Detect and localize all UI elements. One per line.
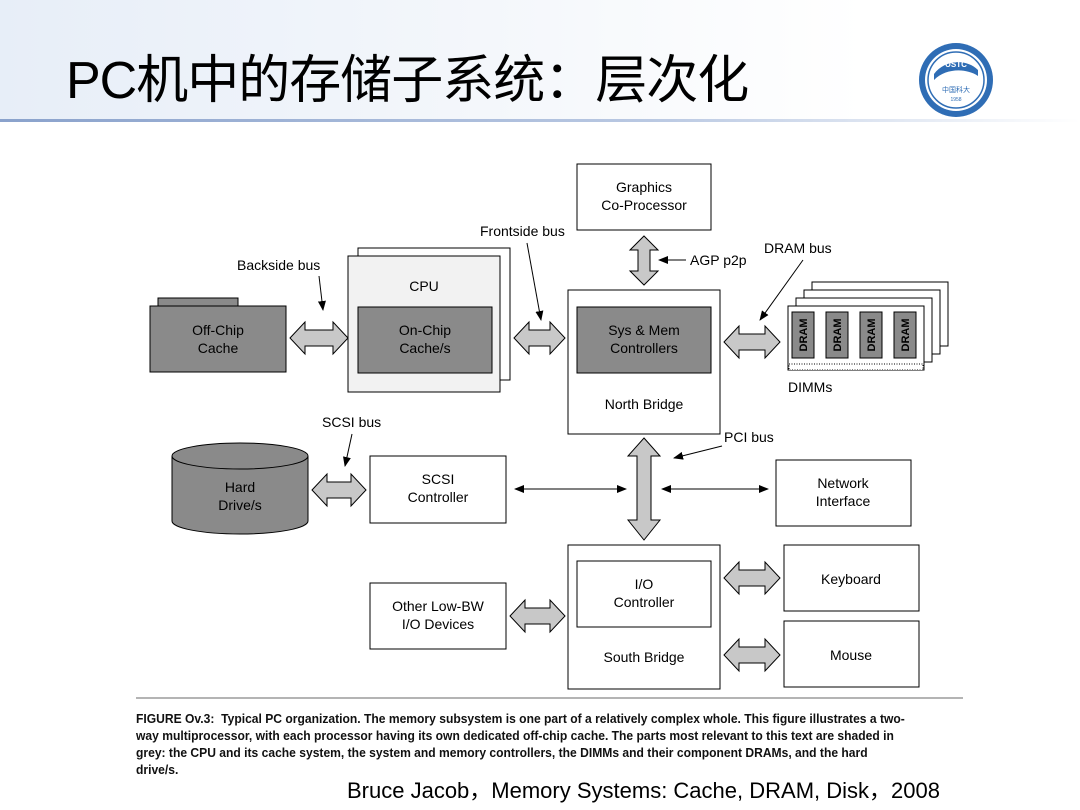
agp-arrow (628, 235, 660, 286)
pci-bus-arrow (626, 437, 662, 541)
backside-bus-arrow (289, 320, 349, 356)
header-divider (0, 119, 1080, 122)
scsi-controller-box (369, 455, 507, 524)
citation: Bruce Jacob，Memory Systems: Cache, DRAM,… (347, 778, 940, 803)
scsi-bus-pointer (343, 433, 353, 467)
hard-drive (171, 442, 309, 535)
scsi-label-1: SCSI (422, 471, 455, 487)
harddrive-label-1: Hard (225, 479, 255, 495)
lowbw-label-2: I/O Devices (402, 616, 474, 632)
logo-text-top: USTC (945, 60, 967, 69)
caption-lead: FIGURE Ov.3: (136, 711, 215, 726)
dimms-label: DIMMs (788, 379, 832, 395)
mouse-label: Mouse (830, 647, 872, 663)
pci-bus-pointer (673, 445, 723, 460)
io-controller-box (576, 560, 712, 628)
scsi-bus-arrow (311, 472, 367, 508)
onchip-label-1: On-Chip (399, 322, 451, 338)
north-bridge-label: North Bridge (605, 396, 684, 412)
dram-chip-2: DRAM (832, 319, 844, 352)
graphics-coprocessor-box (576, 163, 712, 231)
keyboard-box (783, 544, 920, 612)
header-band (0, 0, 1080, 122)
io-label-1: I/O (635, 576, 654, 592)
pc-organization-diagram: Graphics Co-Processor AGP p2p Frontside … (136, 163, 963, 699)
harddrive-label-2: Drive/s (218, 497, 262, 513)
backside-bus-pointer (317, 275, 326, 311)
graphics-label-2: Co-Processor (601, 197, 687, 213)
offchip-label-1: Off-Chip (192, 322, 244, 338)
mouse-box (783, 620, 920, 688)
cpu-label: CPU (409, 278, 439, 294)
low-bw-devices-box (369, 582, 507, 650)
keyboard-arrow (723, 560, 781, 596)
dram-bus-pointer (759, 259, 804, 321)
network-label-1: Network (817, 475, 869, 491)
scsi-bus-label: SCSI bus (322, 414, 381, 430)
graphics-label-1: Graphics (616, 179, 672, 195)
frontside-bus-pointer (526, 242, 544, 321)
logo-year: 1958 (950, 97, 961, 103)
scsi-label-2: Controller (408, 489, 469, 505)
frontside-bus-arrow (513, 320, 566, 356)
low-bw-arrow (509, 598, 566, 634)
figure-caption: FIGURE Ov.3: Typical PC organization. Th… (136, 710, 910, 778)
dram-bus-label: DRAM bus (764, 240, 832, 256)
lowbw-label-1: Other Low-BW (392, 598, 485, 614)
slide-title: PC机中的存储子系统：层次化 (66, 52, 749, 110)
offchip-label-2: Cache (198, 340, 239, 356)
sysmem-label-2: Controllers (610, 340, 678, 356)
caption-text: Typical PC organization. The memory subs… (136, 711, 905, 777)
dram-chip-1: DRAM (798, 319, 810, 352)
network-interface-box (775, 459, 912, 527)
mouse-arrow (723, 637, 781, 673)
dram-bus-arrow (723, 324, 781, 360)
io-label-2: Controller (614, 594, 675, 610)
keyboard-label: Keyboard (821, 571, 881, 587)
logo-text-bottom: 中国科大 (942, 85, 970, 94)
offchip-cache-box (149, 305, 287, 373)
sysmem-label-1: Sys & Mem (608, 322, 680, 338)
dram-chip-3: DRAM (866, 319, 878, 352)
agp-label: AGP p2p (690, 252, 747, 268)
sys-mem-controllers-box (576, 306, 712, 374)
onchip-label-2: Cache/s (399, 340, 450, 356)
backside-bus-label: Backside bus (237, 257, 320, 273)
ustc-logo: USTC 中国科大 1958 (919, 43, 993, 117)
network-label-2: Interface (816, 493, 871, 509)
dram-chip-4: DRAM (900, 319, 912, 352)
frontside-bus-label: Frontside bus (480, 223, 565, 239)
south-bridge-label: South Bridge (604, 649, 685, 665)
onchip-cache-box (357, 306, 493, 374)
pci-bus-label: PCI bus (724, 429, 774, 445)
dram-chips (791, 311, 917, 359)
